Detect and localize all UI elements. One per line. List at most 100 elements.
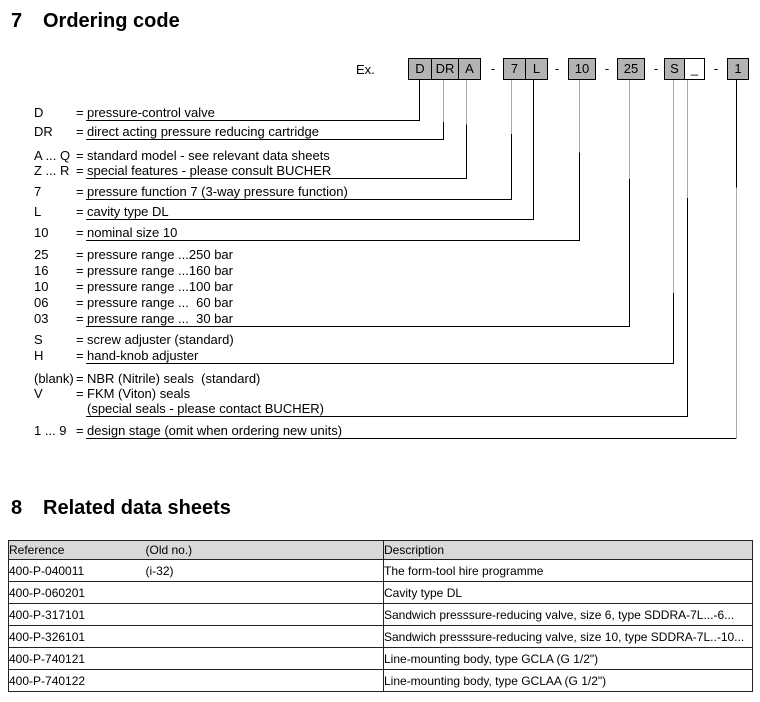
ordering-code-row: S = screw adjuster (standard): [0, 332, 760, 347]
old-no-cell: (i-32): [145, 559, 384, 582]
ordering-code-row: 1 ... 9 = design stage (omit when orderi…: [0, 423, 760, 438]
connector-vertical-line: [673, 80, 674, 364]
reference-cell: 400-P-060201: [8, 581, 146, 604]
code-box-1: 1: [727, 58, 749, 80]
ordering-code-row: (special seals - please contact BUCHER): [0, 401, 760, 416]
code-description: pressure range ...160 bar: [87, 263, 233, 278]
code-term: 25: [34, 247, 49, 262]
code-description: pressure range ...250 bar: [87, 247, 233, 262]
description-cell: The form-tool hire programme: [383, 559, 753, 582]
description-cell: Sandwich presssure-reducing valve, size …: [383, 603, 753, 626]
code-term: D: [34, 105, 44, 120]
connector-vertical-line: [466, 80, 467, 179]
equals-sign: =: [76, 225, 84, 240]
reference-cell: 400-P-740121: [8, 647, 146, 670]
code-term: 7: [34, 184, 42, 199]
connector-vertical-line: [579, 80, 580, 241]
connector-underline: [86, 178, 467, 179]
old-no-cell: [145, 647, 384, 670]
section-number: 7: [11, 10, 23, 32]
equals-sign: =: [76, 386, 84, 401]
connector-underline: [86, 416, 688, 417]
ordering-code-row: 10 = nominal size 10: [0, 225, 760, 240]
example-label: Ex.: [356, 62, 375, 77]
connector-underline: [86, 363, 674, 364]
code-term: V: [34, 386, 43, 401]
code-separator: -: [604, 61, 610, 76]
table-row: 400-P-326101 Sandwich presssure-reducing…: [8, 625, 753, 648]
code-separator: -: [490, 61, 496, 76]
table-row: 400-P-317101 Sandwich presssure-reducing…: [8, 603, 753, 626]
code-box-10: 10: [568, 58, 596, 80]
equals-sign: =: [76, 105, 84, 120]
code-box-l: L: [525, 58, 548, 80]
code-description: nominal size 10: [87, 225, 178, 240]
equals-sign: =: [76, 184, 84, 199]
code-separator: -: [713, 61, 719, 76]
ordering-code-row: 03 = pressure range ... 30 bar: [0, 311, 760, 326]
connector-underline: [86, 139, 444, 140]
ordering-code-row: (blank) = NBR (Nitrile) seals (standard): [0, 371, 760, 386]
code-box-dr: DR: [431, 58, 459, 80]
old-no-cell: [145, 669, 384, 692]
code-description: pressure range ... 30 bar: [87, 311, 233, 326]
connector-vertical-line: [419, 80, 420, 121]
ordering-code-row: DR = direct acting pressure reducing car…: [0, 124, 760, 139]
connector-vertical-line: [629, 80, 630, 327]
equals-sign: =: [76, 148, 84, 163]
code-box-a: A: [458, 58, 481, 80]
code-box-s: S: [664, 58, 685, 80]
section-number: 8: [11, 497, 23, 519]
code-box-blank: _: [684, 58, 705, 80]
ordering-code-row: A ... Q = standard model - see relevant …: [0, 148, 760, 163]
old-no-cell: [145, 603, 384, 626]
reference-cell: 400-P-040011: [8, 559, 146, 582]
code-term: L: [34, 204, 42, 219]
connector-vertical-line: [511, 80, 512, 200]
connector-underline: [86, 219, 534, 220]
reference-cell: 400-P-317101: [8, 603, 146, 626]
connector-underline: [86, 438, 737, 439]
column-header-old-no: (Old no.): [145, 540, 384, 560]
code-description: standard model - see relevant data sheet…: [87, 148, 330, 163]
code-box-25: 25: [617, 58, 645, 80]
code-description: NBR (Nitrile) seals (standard): [87, 371, 261, 386]
equals-sign: =: [76, 279, 84, 294]
ordering-code-row: 10 = pressure range ...100 bar: [0, 279, 760, 294]
code-description: pressure range ... 60 bar: [87, 295, 233, 310]
code-description: FKM (Viton) seals: [87, 386, 191, 401]
code-term: 1 ... 9: [34, 423, 67, 438]
code-description: direct acting pressure reducing cartridg…: [87, 124, 319, 139]
code-term: 16: [34, 263, 49, 278]
code-term: DR: [34, 124, 53, 139]
connector-underline: [86, 120, 420, 121]
code-description: pressure-control valve: [87, 105, 215, 120]
description-cell: Sandwich presssure-reducing valve, size …: [383, 625, 753, 648]
old-no-cell: [145, 625, 384, 648]
equals-sign: =: [76, 247, 84, 262]
connector-vertical-line: [533, 80, 534, 220]
column-header-description: Description: [383, 540, 753, 560]
connector-underline: [86, 199, 512, 200]
code-description: cavity type DL: [87, 204, 169, 219]
code-term: 10: [34, 279, 49, 294]
equals-sign: =: [76, 124, 84, 139]
description-cell: Line-mounting body, type GCLAA (G 1/2"): [383, 669, 753, 692]
reference-cell: 400-P-326101: [8, 625, 146, 648]
code-term: H: [34, 348, 44, 363]
equals-sign: =: [76, 204, 84, 219]
table-row: 400-P-740121 Line-mounting body, type GC…: [8, 647, 753, 670]
ordering-code-row: 7 = pressure function 7 (3-way pressure …: [0, 184, 760, 199]
code-description: (special seals - please contact BUCHER): [87, 401, 324, 416]
ordering-code-row: H = hand-knob adjuster: [0, 348, 760, 363]
code-term: (blank): [34, 371, 74, 386]
connector-underline: [86, 326, 630, 327]
description-cell: Cavity type DL: [383, 581, 753, 604]
equals-sign: =: [76, 311, 84, 326]
code-term: Z ... R: [34, 163, 70, 178]
code-term: A ... Q: [34, 148, 71, 163]
code-separator: -: [554, 61, 560, 76]
code-separator: -: [653, 61, 659, 76]
related-datasheets-table: Reference (Old no.) Description 400-P-04…: [8, 540, 753, 692]
code-term: 06: [34, 295, 49, 310]
